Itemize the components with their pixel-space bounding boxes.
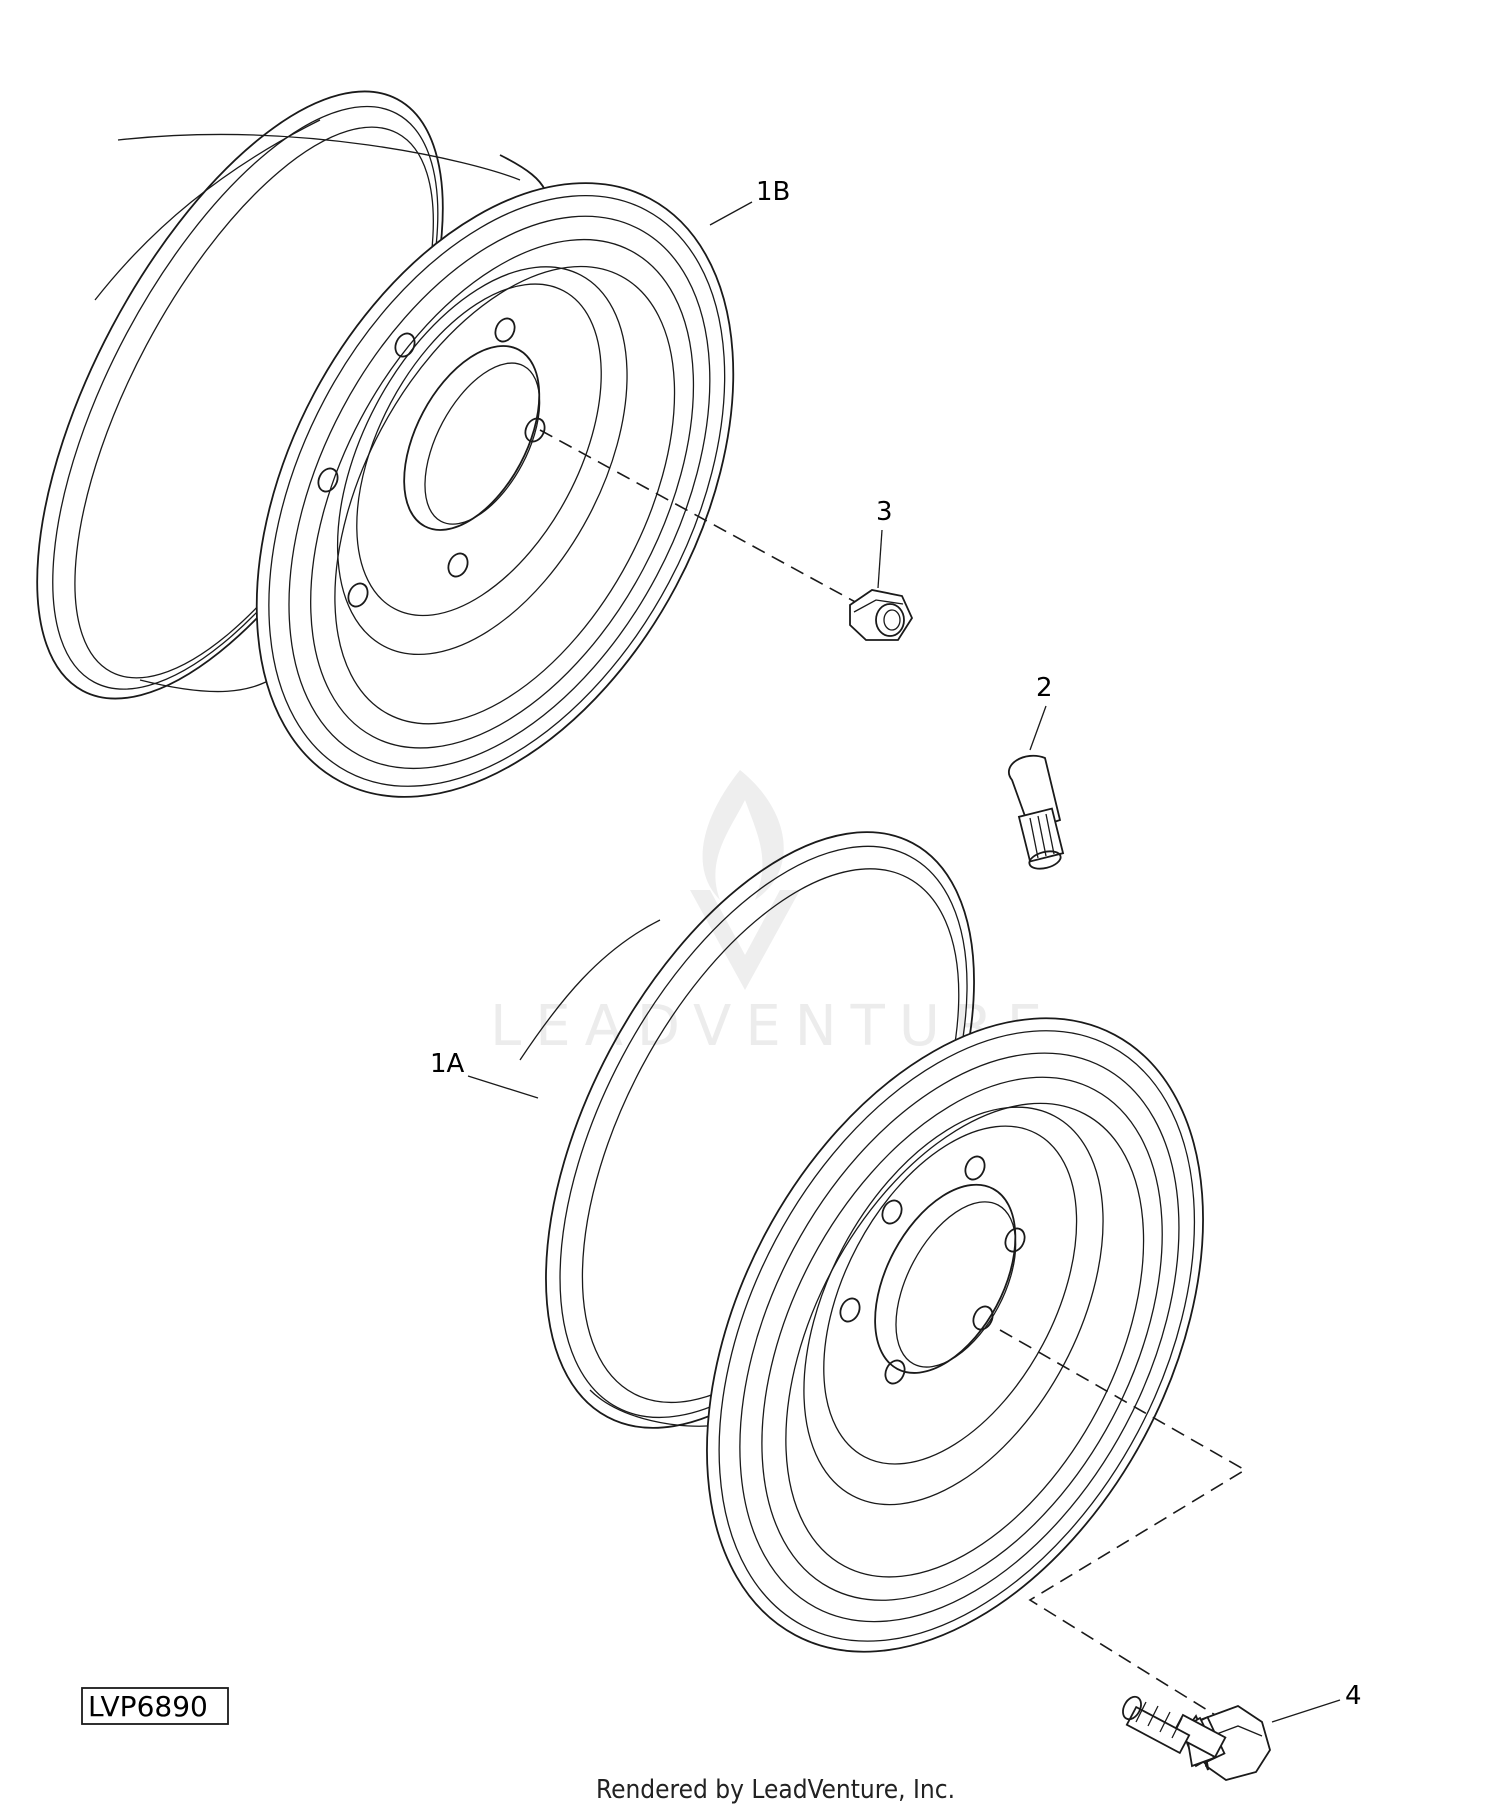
figure-id: LVP6890 — [88, 1690, 208, 1723]
leader-2 — [1029, 705, 1047, 751]
leader-1b — [709, 201, 753, 226]
watermark: LEADVENTURE — [490, 770, 1042, 1059]
callout-4[interactable]: 4 — [1345, 1681, 1362, 1711]
figure-id-box: LVP6890 — [81, 1687, 229, 1725]
valve-stem[interactable] — [1008, 754, 1065, 872]
lug-nut[interactable] — [849, 589, 914, 641]
leader-1a — [467, 1075, 539, 1099]
assembly-line-nut — [539, 429, 871, 611]
watermark-flame-icon — [702, 770, 784, 900]
callout-1a[interactable]: 1A — [430, 1049, 465, 1079]
callout-2[interactable]: 2 — [1036, 673, 1053, 703]
wheel-bolt[interactable] — [1119, 1694, 1271, 1781]
callout-1b[interactable]: 1B — [756, 177, 790, 207]
callout-3[interactable]: 3 — [876, 497, 893, 527]
leader-3 — [877, 529, 883, 589]
assembly-line-bolt — [999, 1329, 1247, 1719]
watermark-v-icon — [690, 890, 800, 990]
wheel-1b[interactable] — [0, 31, 831, 877]
wheel-1a[interactable] — [457, 763, 1304, 1736]
leader-4 — [1271, 1699, 1341, 1723]
footer-credit: Rendered by LeadVenture, Inc. — [596, 1775, 955, 1805]
